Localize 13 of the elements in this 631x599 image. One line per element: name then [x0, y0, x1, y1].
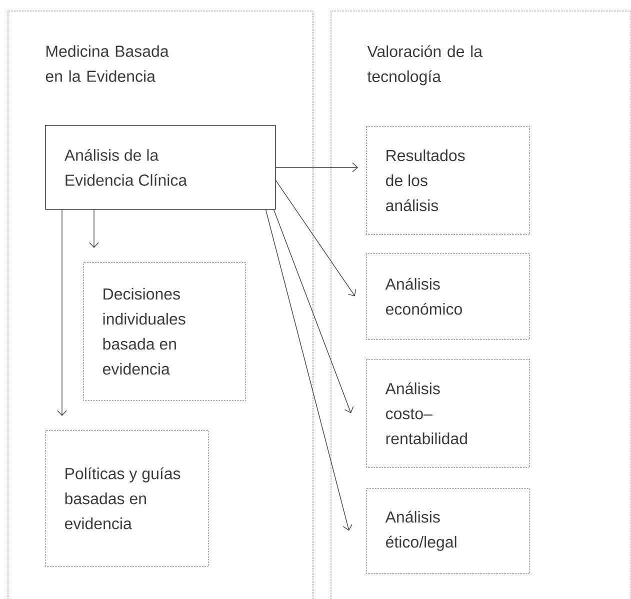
- arrow: [57, 209, 67, 416]
- arrow: [275, 180, 356, 296]
- arrow: [89, 209, 99, 248]
- result-box: Análisis ético/legal: [366, 488, 530, 574]
- result-box: Políticas y guías basadas en evidencia: [45, 430, 209, 567]
- process-box: Análisis de la Evidencia Clínica: [45, 125, 276, 210]
- result-box: Decisiones individuales basada en evidencia: [83, 262, 246, 401]
- arrow: [273, 209, 354, 414]
- arrow: [265, 209, 352, 531]
- result-box: Análisis económico: [366, 253, 530, 340]
- result-box: Análisis costo– rentabilidad: [366, 359, 530, 468]
- arrow: [275, 162, 358, 172]
- result-box: Resultados de los análisis: [366, 126, 530, 235]
